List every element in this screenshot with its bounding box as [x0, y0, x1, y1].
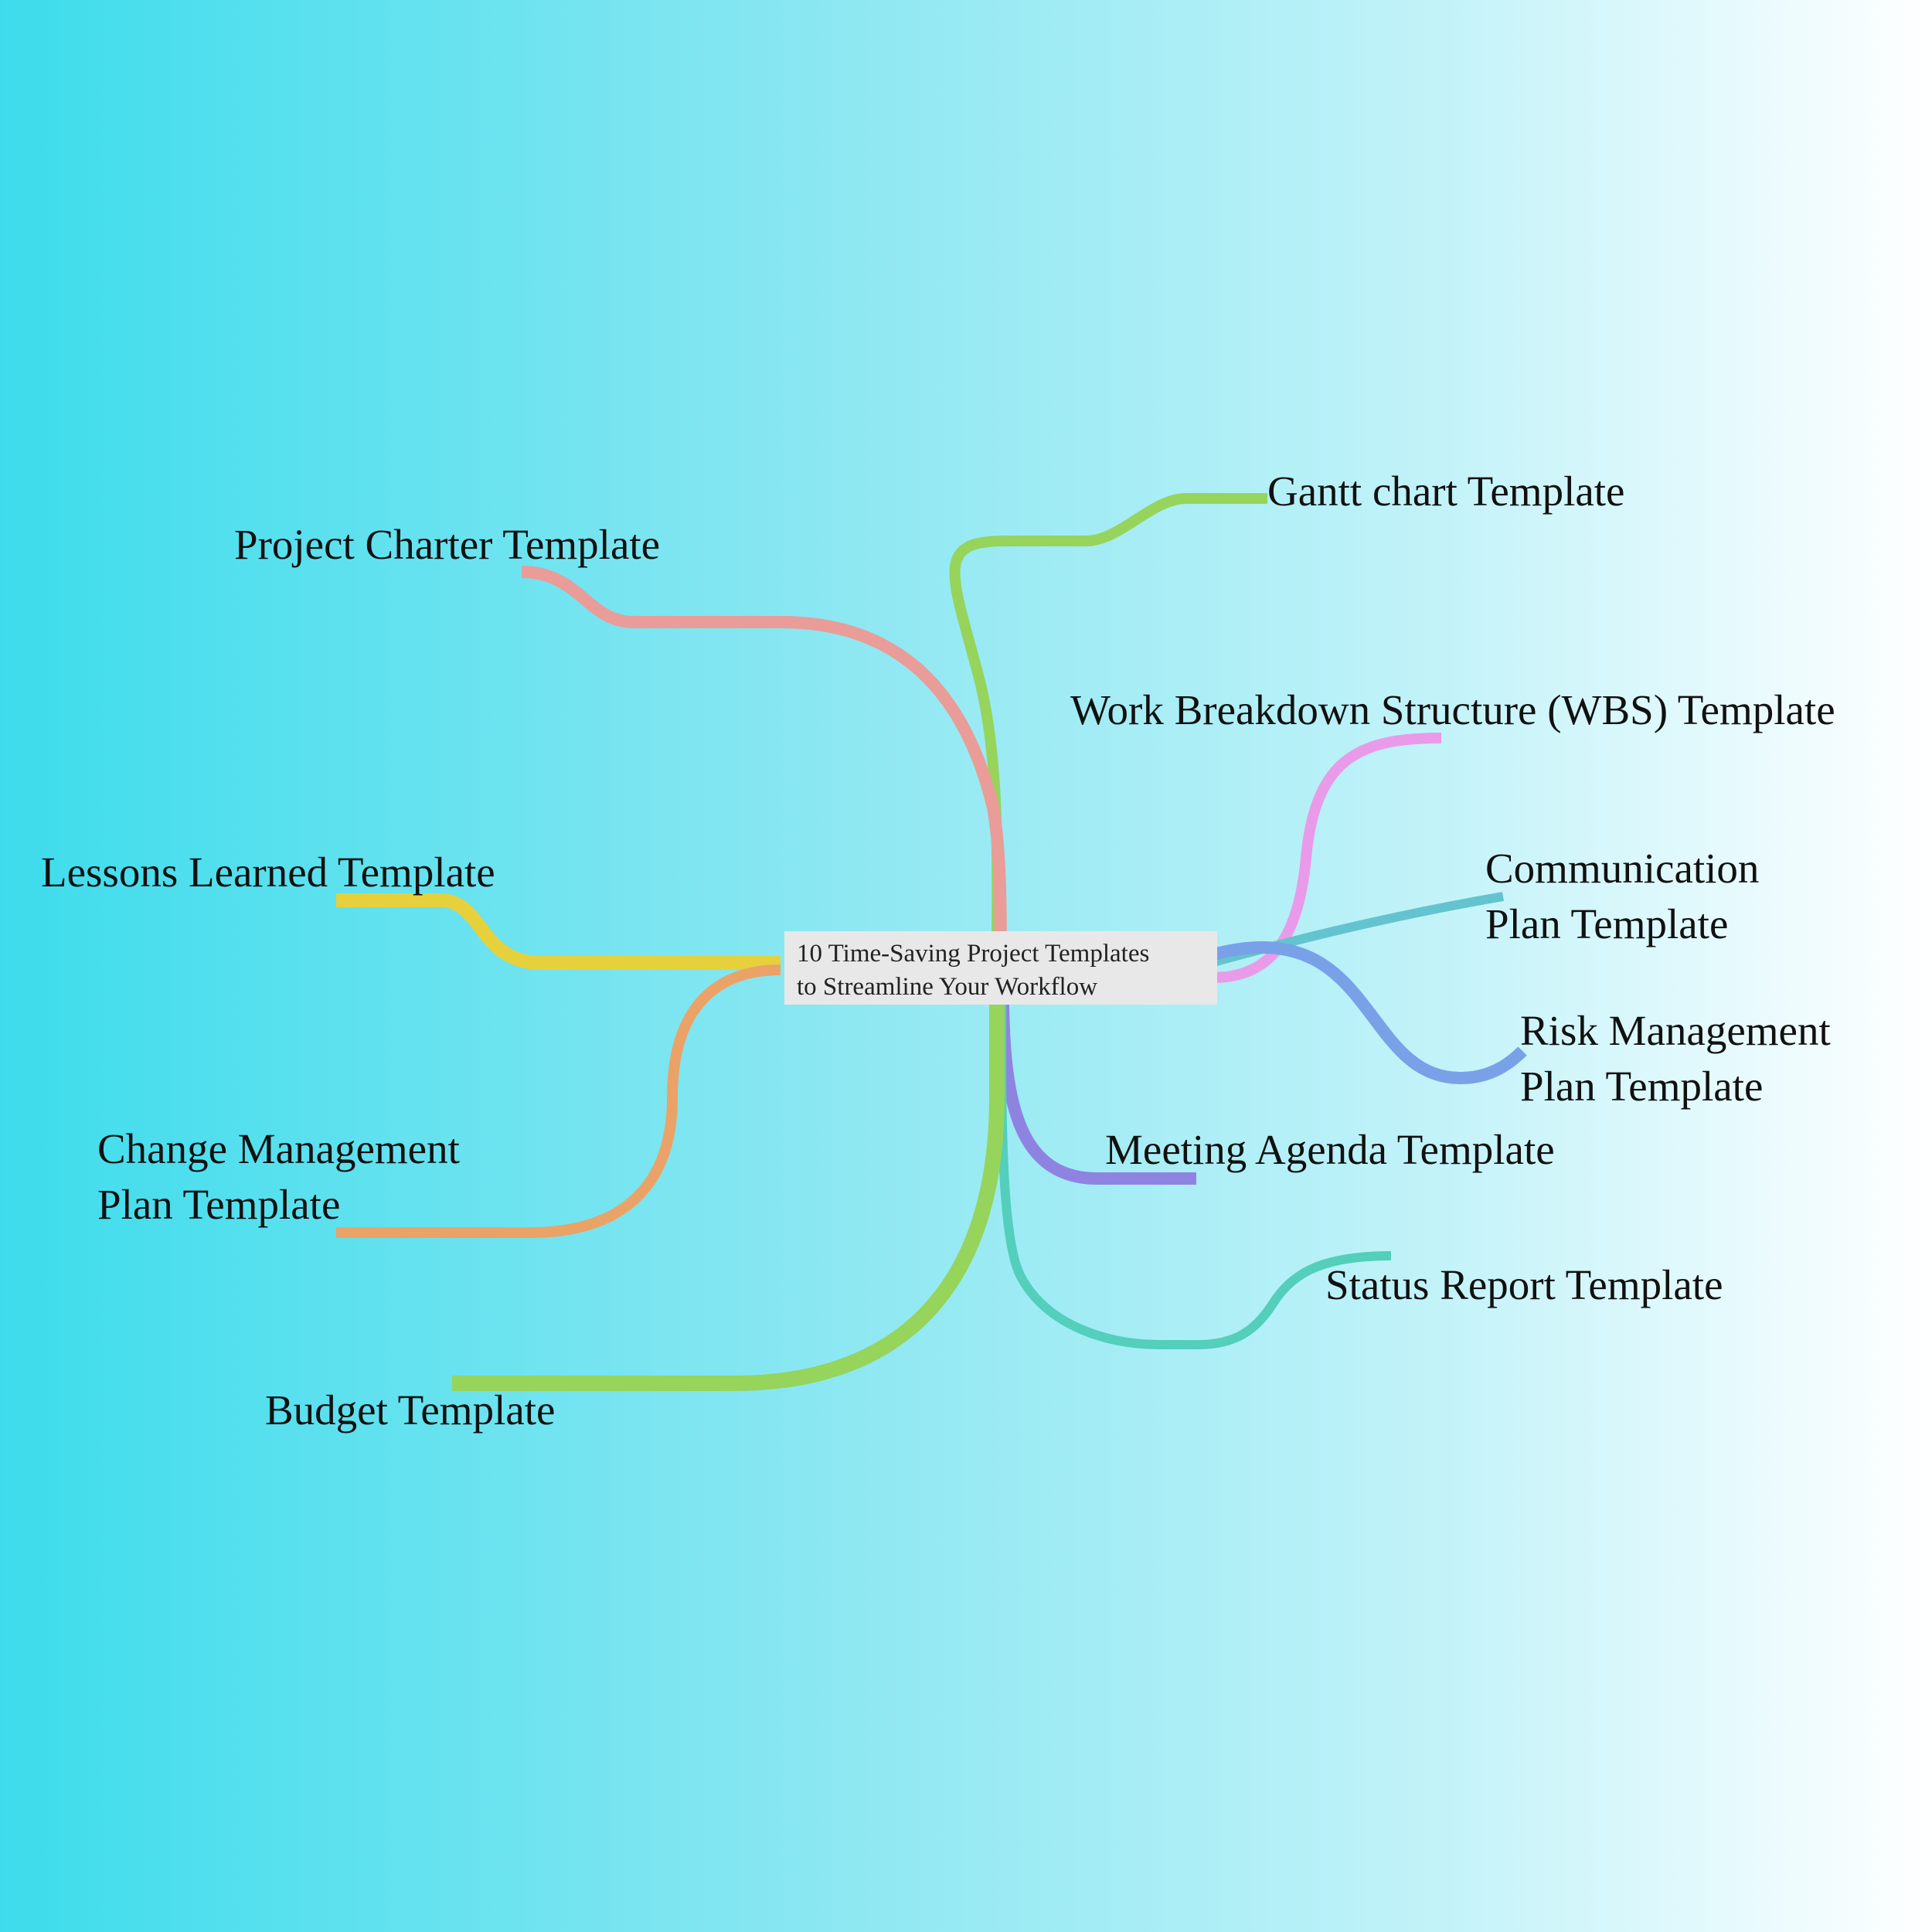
branch-status-report: Status Report Template — [1325, 1257, 1723, 1313]
branch-communication: Communication Plan Template — [1485, 841, 1759, 952]
connector-change-management — [336, 964, 781, 1238]
connector-status-report — [996, 1004, 1392, 1349]
branch-risk-management: Risk Management Plan Template — [1520, 1003, 1831, 1114]
central-topic-line-2: to Streamline Your Workflow — [797, 973, 1098, 1001]
connector-project-charter — [521, 566, 1007, 971]
branch-label: Meeting Agenda Template — [1105, 1126, 1555, 1173]
branch-meeting-agenda: Meeting Agenda Template — [1105, 1122, 1555, 1178]
branch-lessons-learned: Lessons Learned Template — [41, 845, 495, 900]
branch-label: Gantt chart Template — [1267, 468, 1625, 515]
connector-lessons-learned — [336, 893, 781, 970]
branch-gantt-chart: Gantt chart Template — [1267, 464, 1624, 519]
branch-label: Project Charter Template — [234, 521, 661, 568]
branch-label-line-2: Plan Template — [97, 1181, 341, 1228]
branch-label: Lessons Learned Template — [41, 849, 495, 896]
branch-label-line-2: Plan Template — [1485, 900, 1729, 947]
branch-change-management: Change Management Plan Template — [97, 1121, 460, 1233]
connector-budget — [452, 970, 1005, 1391]
branch-label-line-1: Change Management — [97, 1125, 460, 1172]
branch-label: Work Breakdown Structure (WBS) Template — [1070, 686, 1835, 733]
branch-budget: Budget Template — [265, 1383, 555, 1438]
branch-label-line-2: Plan Template — [1520, 1063, 1764, 1110]
central-topic-line-1: 10 Time-Saving Project Templates — [797, 940, 1150, 968]
branch-label-line-1: Risk Management — [1520, 1007, 1831, 1054]
branch-wbs: Work Breakdown Structure (WBS) Template — [1070, 682, 1835, 738]
connector-wbs — [1213, 733, 1442, 983]
central-topic: 10 Time-Saving Project Templates to Stre… — [784, 931, 1217, 1005]
connector-risk-management — [1211, 941, 1527, 1085]
branch-label: Budget Template — [265, 1386, 556, 1434]
branch-label-line-1: Communication — [1485, 845, 1760, 892]
branch-project-charter: Project Charter Template — [234, 517, 660, 573]
branch-label: Status Report Template — [1325, 1261, 1723, 1308]
